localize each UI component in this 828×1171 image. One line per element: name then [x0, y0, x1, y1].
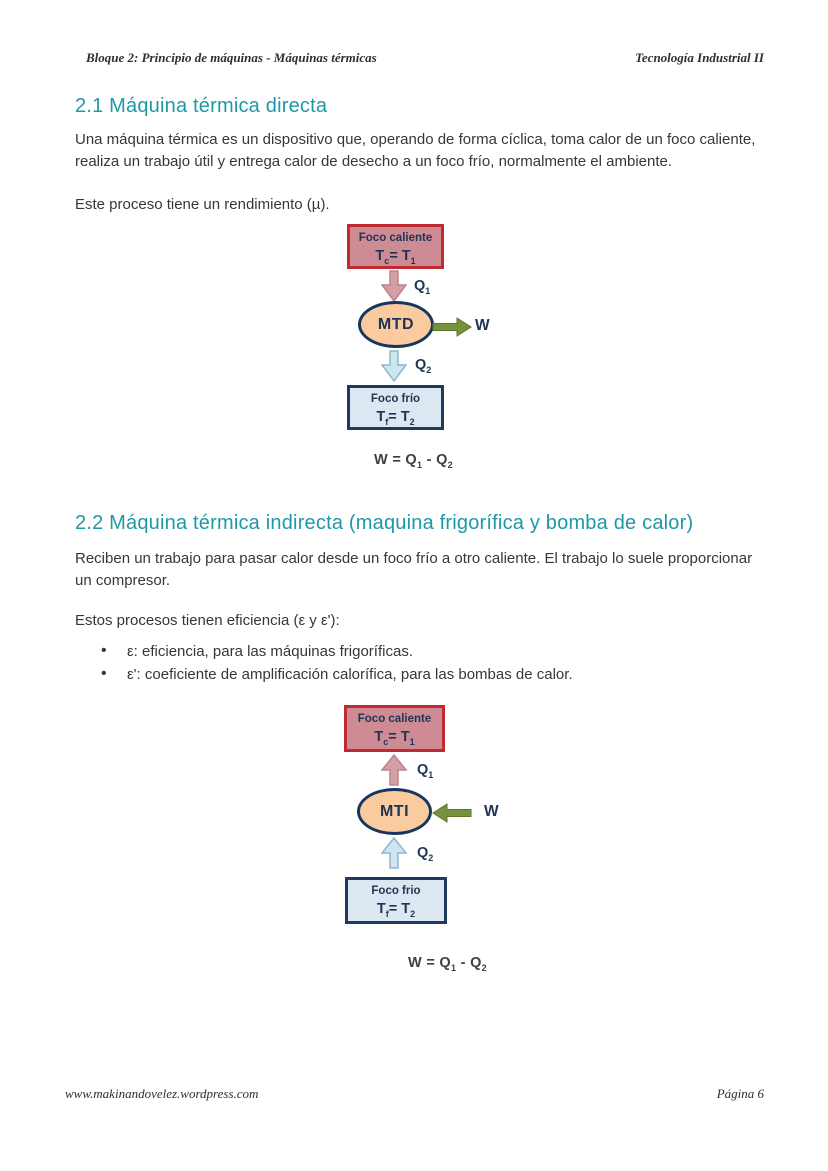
q2-label: Q2: [415, 357, 432, 375]
heat-output-up-arrow-icon: [381, 754, 407, 786]
mtd-formula: W = Q1 - Q2: [374, 452, 453, 470]
section-2-1-paragraph-1: Una máquina térmica es un dispositivo qu…: [75, 131, 756, 170]
mti-formula: W = Q1 - Q2: [408, 955, 487, 973]
work-output-right-arrow-icon: [432, 317, 472, 337]
section-2-1-paragraph-2: Este proceso tiene un rendimiento (µ).: [75, 196, 330, 213]
bullet-efficiency-heatpump: ε': coeficiente de amplificación caloríf…: [99, 662, 739, 686]
heat-input-up-arrow-icon: [381, 837, 407, 869]
cold-reservoir-temperature: Tf= T2: [376, 901, 416, 919]
section-2-2-heading: 2.2 Máquina térmica indirecta (maquina f…: [75, 512, 694, 534]
work-label: W: [484, 803, 499, 820]
cold-reservoir-box: Foco frío Tf= T2: [347, 385, 444, 430]
work-input-left-arrow-icon: [432, 803, 472, 823]
cold-reservoir-box: Foco frio Tf= T2: [345, 877, 447, 924]
hot-reservoir-box: Foco caliente Tc= T1: [344, 705, 445, 752]
efficiency-bullet-list: ε: eficiencia, para las máquinas frigorí…: [99, 639, 739, 686]
hot-reservoir-temperature: Tc= T1: [374, 729, 415, 747]
footer-page-number: Página 6: [716, 1086, 764, 1101]
footer-url-text: www.makinandovelez.wordpress.com: [65, 1086, 259, 1101]
cold-reservoir-temperature: Tf= T2: [376, 409, 415, 427]
page-header: Bloque 2: Principio de máquinas - Máquin…: [86, 50, 764, 66]
q1-label: Q1: [414, 278, 431, 296]
cold-reservoir-label: Foco frío: [370, 393, 421, 405]
section-2-2-paragraph-1: Reciben un trabajo para pasar calor desd…: [75, 550, 753, 589]
work-label: W: [475, 317, 490, 334]
mti-diagram: Foco caliente Tc= T1 Q1 MTI W Q2 Foco fr…: [0, 703, 828, 929]
header-left-text: Bloque 2: Principio de máquinas - Máquin…: [86, 50, 377, 65]
q2-label: Q2: [417, 845, 434, 863]
hot-reservoir-temperature: Tc= T1: [375, 248, 416, 266]
mtd-diagram: Foco caliente Tc= T1 Q1 MTD W Q2 Foco fr…: [0, 222, 828, 434]
heat-output-down-arrow-icon: [381, 350, 407, 382]
hot-reservoir-label: Foco caliente: [358, 232, 433, 244]
q1-label: Q1: [417, 762, 434, 780]
heat-input-down-arrow-icon: [381, 270, 407, 302]
machine-ellipse-mti: MTI: [357, 788, 432, 835]
page-footer: www.makinandovelez.wordpress.com Página …: [65, 1086, 764, 1102]
section-2-1-heading: 2.1 Máquina térmica directa: [75, 95, 328, 117]
header-right-text: Tecnología Industrial II: [635, 50, 764, 65]
machine-ellipse-mtd: MTD: [358, 301, 434, 348]
hot-reservoir-box: Foco caliente Tc= T1: [347, 224, 444, 269]
hot-reservoir-label: Foco caliente: [357, 713, 432, 725]
bullet-efficiency-fridge: ε: eficiencia, para las máquinas frigorí…: [99, 639, 739, 663]
section-2-2-paragraph-2: Estos procesos tienen eficiencia (ε y ε'…: [75, 612, 340, 629]
cold-reservoir-label: Foco frio: [371, 885, 421, 897]
